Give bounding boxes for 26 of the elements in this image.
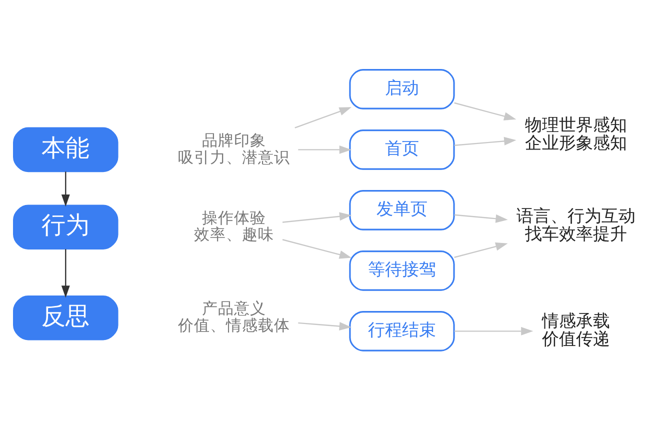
node-box: 行程结束 — [349, 311, 455, 352]
arrow — [282, 239, 352, 259]
node-box: 启动 — [349, 69, 455, 110]
arrow — [61, 249, 70, 298]
arrow — [61, 172, 70, 207]
node-box: 首页 — [349, 130, 455, 170]
node-text: 物理世界感知 企业形象感知 — [525, 114, 628, 153]
arrow — [298, 145, 352, 154]
arrow — [454, 102, 516, 120]
node-text: 产品意义 价值、情感载体 — [178, 298, 290, 334]
node-box: 本能 — [13, 127, 118, 172]
node-text: 语言、行为互动 找车效率提升 — [516, 205, 636, 244]
arrow — [282, 212, 352, 223]
node-text: 品牌印象 吸引力、潜意识 — [178, 130, 290, 166]
node-box: 等待接驾 — [349, 250, 455, 291]
arrow — [454, 214, 508, 223]
arrow — [298, 322, 352, 330]
arrow — [294, 107, 352, 128]
node-box: 反思 — [13, 295, 118, 340]
node-text: 情感承载 价值传递 — [542, 310, 610, 349]
node-box: 发单页 — [349, 190, 455, 230]
node-text: 操作体验 效率、趣味 — [194, 208, 274, 244]
arrow — [454, 136, 516, 146]
node-box: 行为 — [13, 204, 118, 250]
arrow — [454, 242, 508, 258]
arrow — [454, 326, 534, 336]
